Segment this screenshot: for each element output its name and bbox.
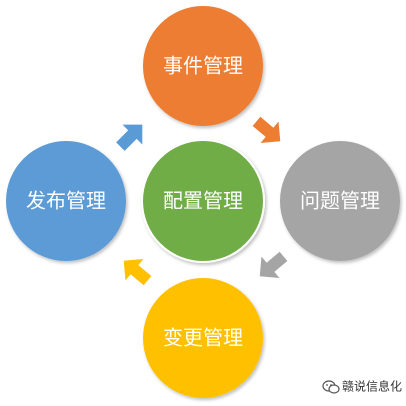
node-label: 问题管理 <box>300 189 380 213</box>
node-change-management: 变更管理 <box>143 278 263 398</box>
arrow-change-to-release <box>123 258 152 286</box>
node-configuration-management: 配置管理 <box>141 139 265 263</box>
wechat-icon <box>322 380 340 394</box>
node-release-management: 发布管理 <box>6 141 126 261</box>
arrow-shape <box>116 124 143 151</box>
arrow-release-to-incident <box>116 124 143 151</box>
node-label: 变更管理 <box>163 326 243 350</box>
watermark-text: 赣说信息化 <box>342 379 402 394</box>
watermark: 赣说信息化 <box>322 379 402 394</box>
node-circle <box>141 139 265 263</box>
node-incident-management: 事件管理 <box>143 6 263 126</box>
arrow-incident-to-problem <box>252 116 281 144</box>
arrow-shape <box>259 251 288 279</box>
node-label: 配置管理 <box>163 189 243 213</box>
arrow-problem-to-change <box>259 251 288 279</box>
node-circle <box>6 141 126 261</box>
arrow-shape <box>252 116 281 144</box>
node-label: 发布管理 <box>26 189 106 213</box>
node-problem-management: 问题管理 <box>280 141 400 261</box>
arrow-shape <box>123 258 152 286</box>
node-circle <box>143 278 263 398</box>
node-circle <box>143 6 263 126</box>
node-label: 事件管理 <box>163 54 243 78</box>
node-circle <box>280 141 400 261</box>
